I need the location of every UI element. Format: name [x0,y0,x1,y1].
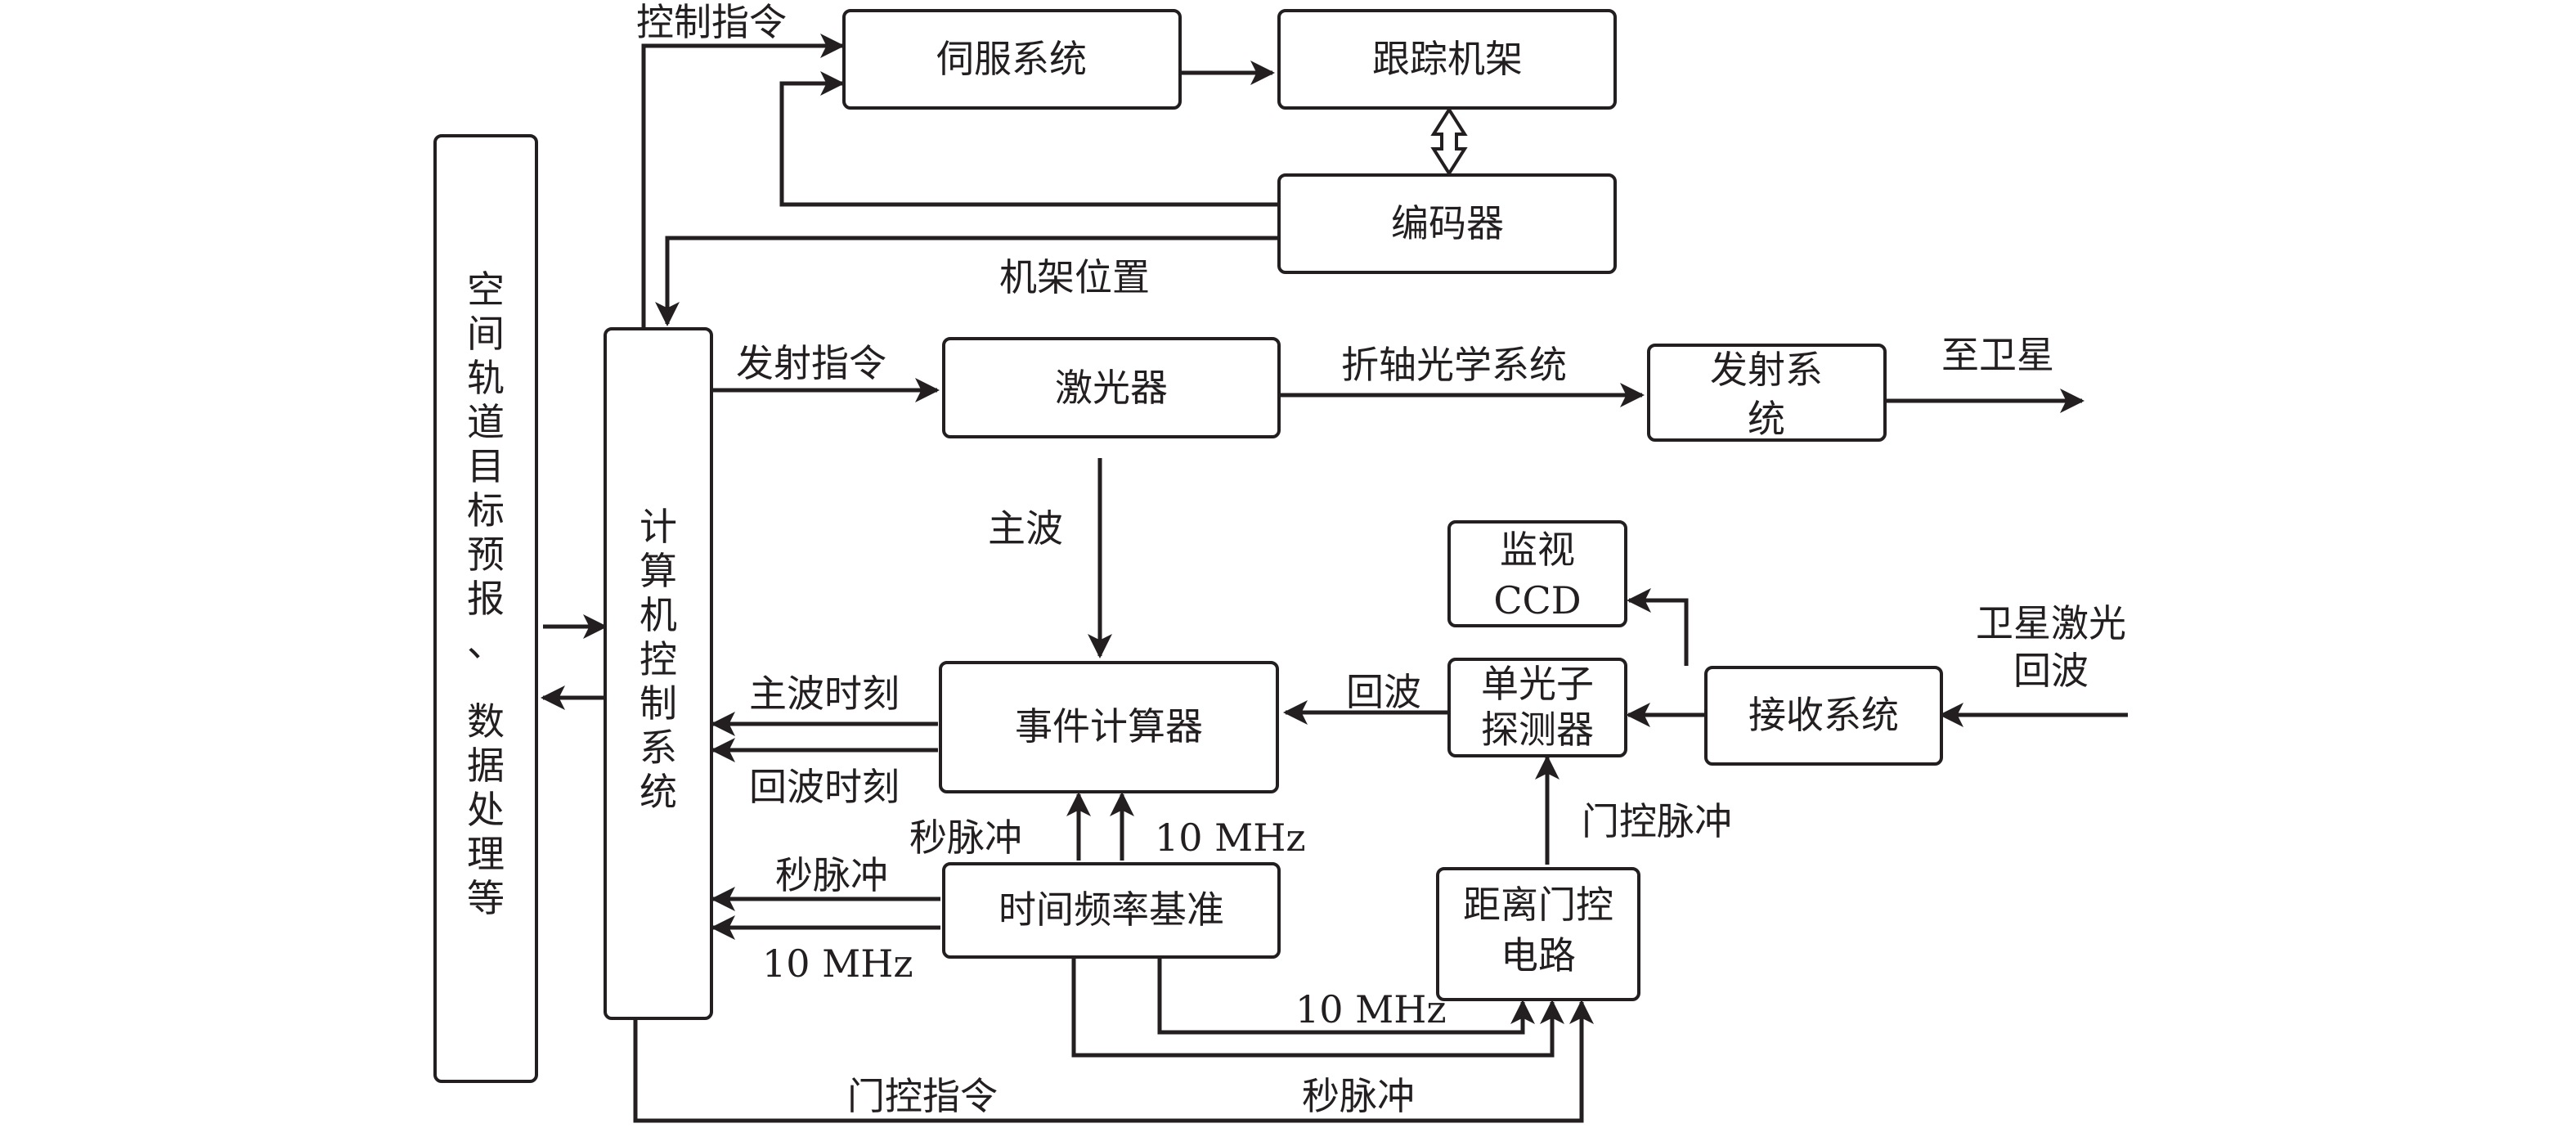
label-mount-position: 机架位置 [999,255,1150,299]
spad-box: 单光子 探测器 [1447,658,1627,757]
label-10mhz-range-gate: 10 MHz [1295,987,1447,1031]
mount-label: 跟踪机架 [1372,37,1523,81]
arrow-10mhz-to-range-gate [1157,957,1535,1035]
label-echo: 回波 [1346,670,1421,714]
prediction-char: 标 [467,488,505,533]
prediction-char: 等 [467,876,505,920]
label-pps-range-gate: 秒脉冲 [1302,1074,1415,1118]
label-gate-pulse: 门控脉冲 [1582,799,1732,843]
event-timer-label: 事件计算器 [1015,704,1203,748]
transmitter-label-line2: 统 [1748,397,1785,441]
arrow-pps-to-range-gate [1071,957,1564,1058]
encoder-label: 编码器 [1391,201,1504,245]
range-gate-label-line1: 距离门控 [1463,883,1613,927]
computer-char: 机 [640,593,677,637]
monitor-ccd-box: 监视 CCD [1447,520,1627,627]
prediction-char: 数 [467,699,505,744]
laser-box: 激光器 [942,337,1281,438]
prediction-char: 预 [467,533,505,577]
label-gate-command: 门控指令 [847,1074,998,1118]
monitor-label-line1: 监视 [1500,528,1575,572]
label-main-pulse-time: 主波时刻 [749,672,900,716]
prediction-char: 报 [467,577,505,621]
time-freq-label: 时间频率基准 [999,888,1224,932]
computer-char: 统 [640,770,677,814]
label-pps-event: 秒脉冲 [909,816,1022,860]
event-timer-box: 事件计算器 [939,661,1279,793]
label-to-satellite: 至卫星 [1941,333,2054,377]
label-satellite-echo-line2: 回波 [2013,649,2089,693]
label-10mhz-computer: 10 MHz [762,941,913,986]
servo-label: 伺服系统 [936,37,1087,81]
computer-char: 控 [640,637,677,681]
prediction-box: 空 间 轨 道 目 标 预 报 、 数 据 处 理 等 [433,134,538,1083]
arrow-receiver-to-ccd [1627,588,1689,666]
label-pps-computer: 秒脉冲 [775,853,888,897]
range-gate-label-line2: 电路 [1501,933,1576,977]
prediction-char: 理 [467,832,505,876]
prediction-char: 据 [467,744,505,788]
encoder-box: 编码器 [1277,173,1617,274]
computer-control-box: 计 算 机 控 制 系 统 [604,327,713,1020]
range-gate-box: 距离门控 电路 [1436,867,1640,1001]
computer-char: 计 [640,505,677,549]
computer-char: 系 [640,726,677,770]
prediction-char: 、 [467,621,505,665]
label-10mhz-event: 10 MHz [1155,816,1306,860]
label-satellite-echo-line1: 卫星激光 [1976,601,2126,645]
time-freq-box: 时间频率基准 [942,862,1281,959]
servo-box: 伺服系统 [842,9,1182,110]
label-echo-time: 回波时刻 [749,765,900,809]
prediction-char: 目 [467,444,505,488]
arrow-control-command [641,34,845,329]
prediction-char: 轨 [467,356,505,400]
computer-char: 算 [640,549,677,593]
prediction-char: 空 [467,267,505,312]
label-control-command: 控制指令 [636,0,787,44]
arrow-encoder-to-servo [779,71,1279,207]
transmitter-box: 发射系 统 [1647,344,1887,442]
label-main-pulse: 主波 [988,506,1063,551]
spad-label-line1: 单光子 [1481,662,1594,706]
prediction-char: 间 [467,312,505,356]
arrow-gate-command [633,1000,1594,1123]
prediction-char: 道 [467,400,505,444]
computer-char: 制 [640,681,677,726]
monitor-label-line2: CCD [1493,578,1581,622]
spad-label-line2: 探测器 [1481,708,1594,752]
mount-box: 跟踪机架 [1277,9,1617,110]
receiver-label: 接收系统 [1748,693,1899,737]
label-folded-optics: 折轴光学系统 [1341,343,1567,387]
double-arrow-mount-encoder [1430,106,1468,177]
receiver-box: 接收系统 [1704,666,1943,766]
label-fire-command: 发射指令 [736,341,886,385]
prediction-char: 处 [467,788,505,832]
arrow-mount-position [655,236,1279,326]
transmitter-label-line1: 发射系 [1710,348,1823,392]
laser-label: 激光器 [1055,366,1168,410]
